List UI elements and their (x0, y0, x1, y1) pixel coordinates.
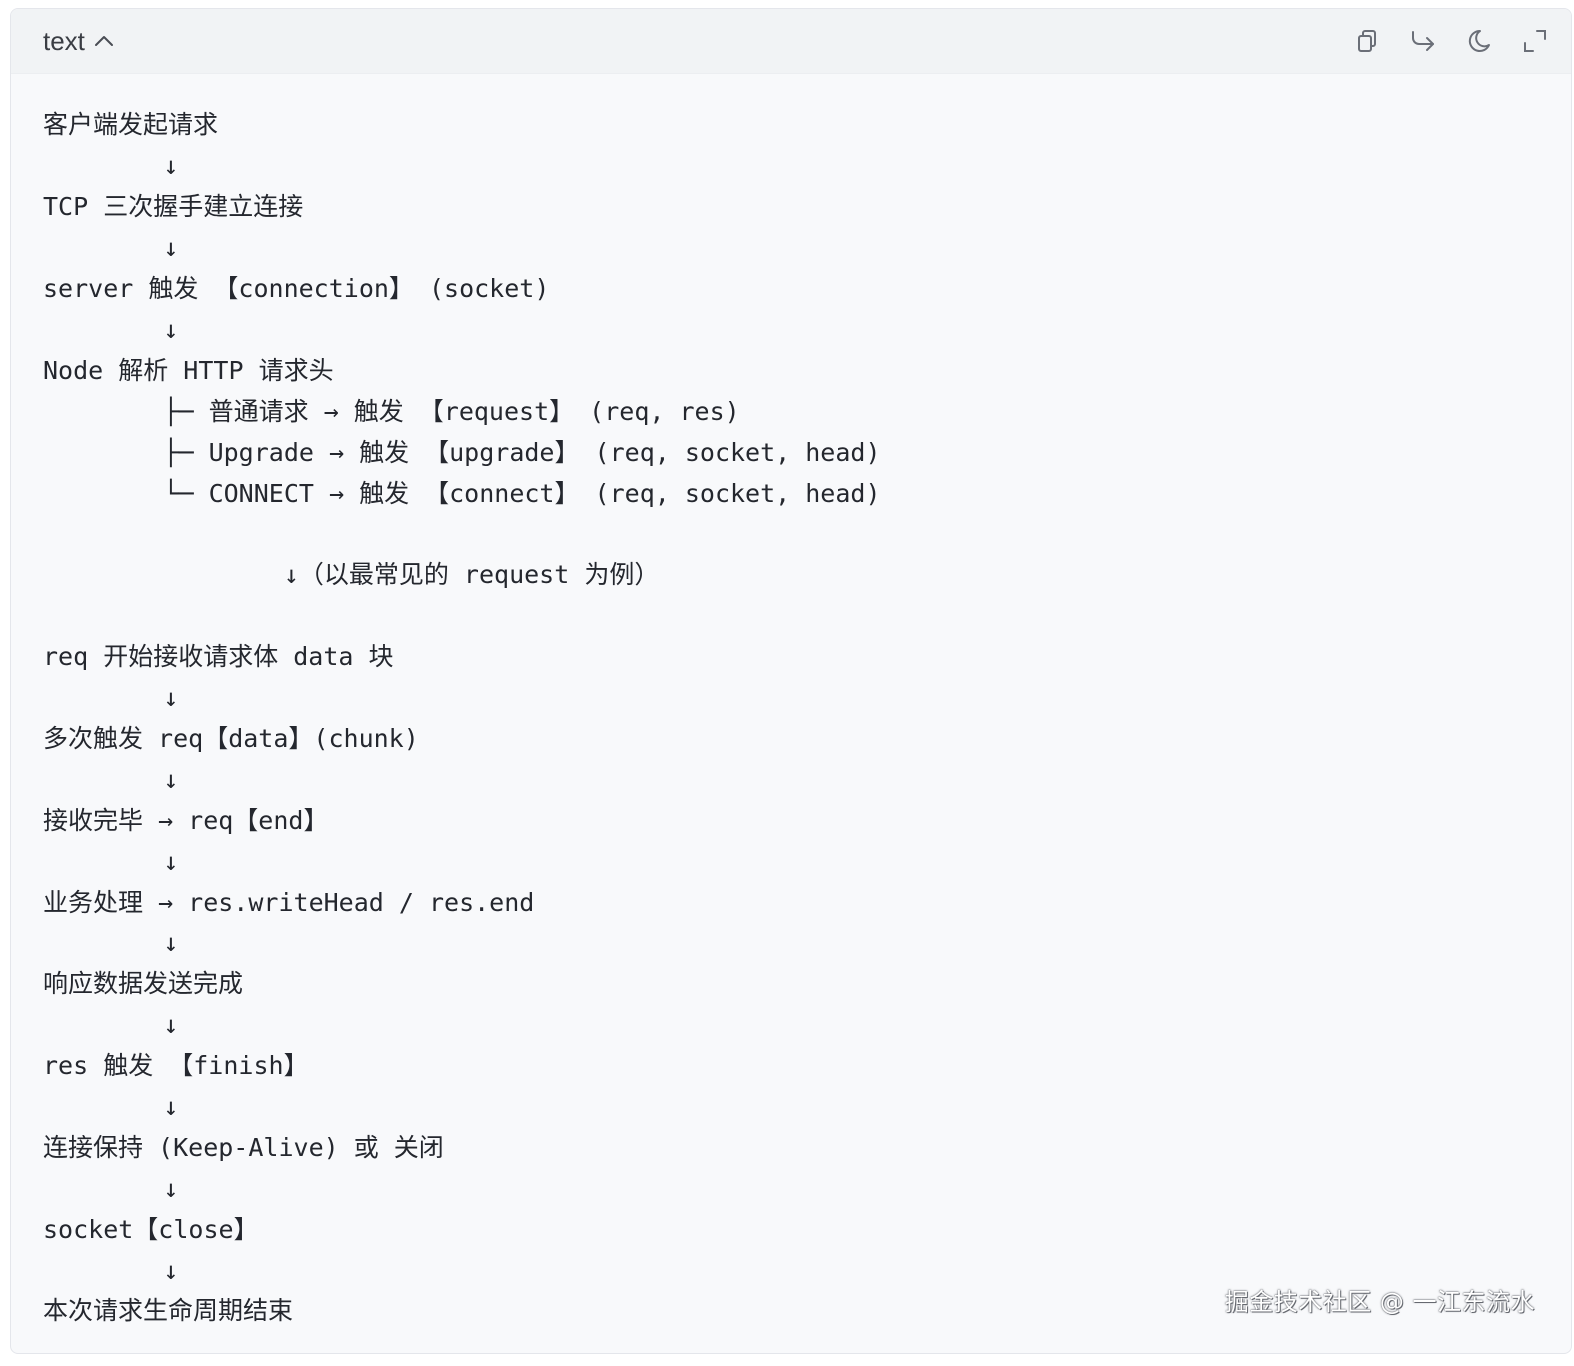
code-line: 接收完毕 → req【end】 (43, 806, 329, 835)
code-line: server 触发 【connection】 (socket) (43, 274, 550, 303)
copy-button[interactable] (1349, 23, 1385, 59)
watermark: 掘金技术社区 @ 一江东流水 (1224, 1288, 1535, 1316)
code-line: ↓ (43, 765, 179, 794)
code-line: ↓ (43, 1256, 179, 1285)
language-label: text (43, 26, 85, 56)
code-line: 客户端发起请求 (43, 110, 219, 139)
code-line: ↓ (43, 847, 179, 876)
code-line: ↓ (43, 151, 179, 180)
code-line: res 触发 【finish】 (43, 1051, 309, 1080)
code-content: 客户端发起请求 ↓ TCP 三次握手建立连接 ↓ server 触发 【conn… (43, 91, 1551, 1333)
code-line: ↓ (43, 233, 179, 262)
code-line: 连接保持 (Keep-Alive) 或 关闭 (43, 1133, 444, 1162)
code-line: ↓ (43, 315, 179, 344)
code-line: ├─ Upgrade → 触发 【upgrade】 (req, socket, … (43, 438, 881, 467)
code-line: ↓ (43, 1092, 179, 1121)
code-line: ↓ (43, 928, 179, 957)
expand-icon (1522, 28, 1548, 54)
code-line: socket【close】 (43, 1215, 259, 1244)
theme-moon-icon (1466, 28, 1492, 54)
code-block: text (10, 8, 1572, 1354)
copy-icon (1354, 28, 1380, 54)
code-line: └─ CONNECT → 触发 【connect】 (req, socket, … (43, 479, 881, 508)
code-line: req 开始接收请求体 data 块 (43, 642, 394, 671)
code-line: 多次触发 req【data】(chunk) (43, 724, 419, 753)
code-block-header: text (11, 9, 1571, 74)
code-line: ↓ (43, 1010, 179, 1039)
code-toolbar (1329, 23, 1553, 59)
code-line: ├─ 普通请求 → 触发 【request】 (req, res) (43, 397, 740, 426)
code-line: 本次请求生命周期结束 (43, 1296, 294, 1325)
code-line: Node 解析 HTTP 请求头 (43, 356, 334, 385)
code-line: ↓（以最常见的 request 为例） (43, 560, 660, 589)
theme-toggle-button[interactable] (1461, 23, 1497, 59)
code-line: TCP 三次握手建立连接 (43, 192, 304, 221)
code-line: 响应数据发送完成 (43, 969, 244, 998)
fullscreen-button[interactable] (1517, 23, 1553, 59)
language-collapse-toggle[interactable]: text (43, 25, 115, 57)
code-line: ↓ (43, 683, 179, 712)
share-icon (1409, 28, 1437, 54)
share-button[interactable] (1405, 23, 1441, 59)
code-line: 业务处理 → res.writeHead / res.end (43, 888, 535, 917)
chevron-up-icon (93, 30, 115, 52)
code-line: ↓ (43, 1174, 179, 1203)
